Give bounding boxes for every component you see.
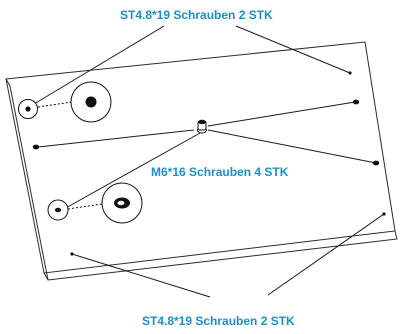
leader-mid-right-top <box>207 101 356 127</box>
threaded-insert-icon <box>197 119 207 134</box>
board-top-face <box>5 41 396 274</box>
detail-connector <box>37 101 73 108</box>
leader-bottom-right <box>267 213 385 296</box>
top-leaders <box>28 25 351 108</box>
screw-hole-icon <box>372 160 380 166</box>
upper-detail-callout <box>18 81 112 123</box>
board-left-side <box>9 85 49 281</box>
board-panel <box>5 41 398 281</box>
screw-hole-icon <box>348 71 352 75</box>
countersink-inner-icon <box>117 200 125 206</box>
leader-mid-right-bottom <box>207 129 377 164</box>
board-front-edge <box>43 230 398 281</box>
bottom-screw-label: ST4.8*19 Schrauben 2 STK <box>142 314 295 328</box>
detail-connector <box>67 203 103 210</box>
screw-holes <box>32 71 386 256</box>
detail-large-dot-icon <box>85 96 97 108</box>
screw-hole-icon <box>70 252 74 256</box>
screw-hole-icon <box>32 144 40 150</box>
leader-mid-down <box>63 132 201 210</box>
middle-screw-label: M6*16 Schrauben 4 STK <box>151 165 289 179</box>
lower-detail-callout <box>47 182 143 224</box>
leader-bottom-left <box>71 253 211 298</box>
detail-small-dot-icon <box>25 106 31 112</box>
top-screw-label: ST4.8*19 Schrauben 2 STK <box>120 8 273 22</box>
detail-small-dot-icon <box>54 207 62 213</box>
leader-top-right <box>235 25 351 74</box>
bottom-leaders <box>71 213 385 298</box>
leader-top-left <box>28 25 165 108</box>
leader-mid-left <box>37 129 195 148</box>
screw-hole-icon <box>382 212 386 216</box>
middle-leaders <box>37 101 377 210</box>
screw-hole-icon <box>352 99 360 105</box>
board-left-edge <box>5 78 11 87</box>
